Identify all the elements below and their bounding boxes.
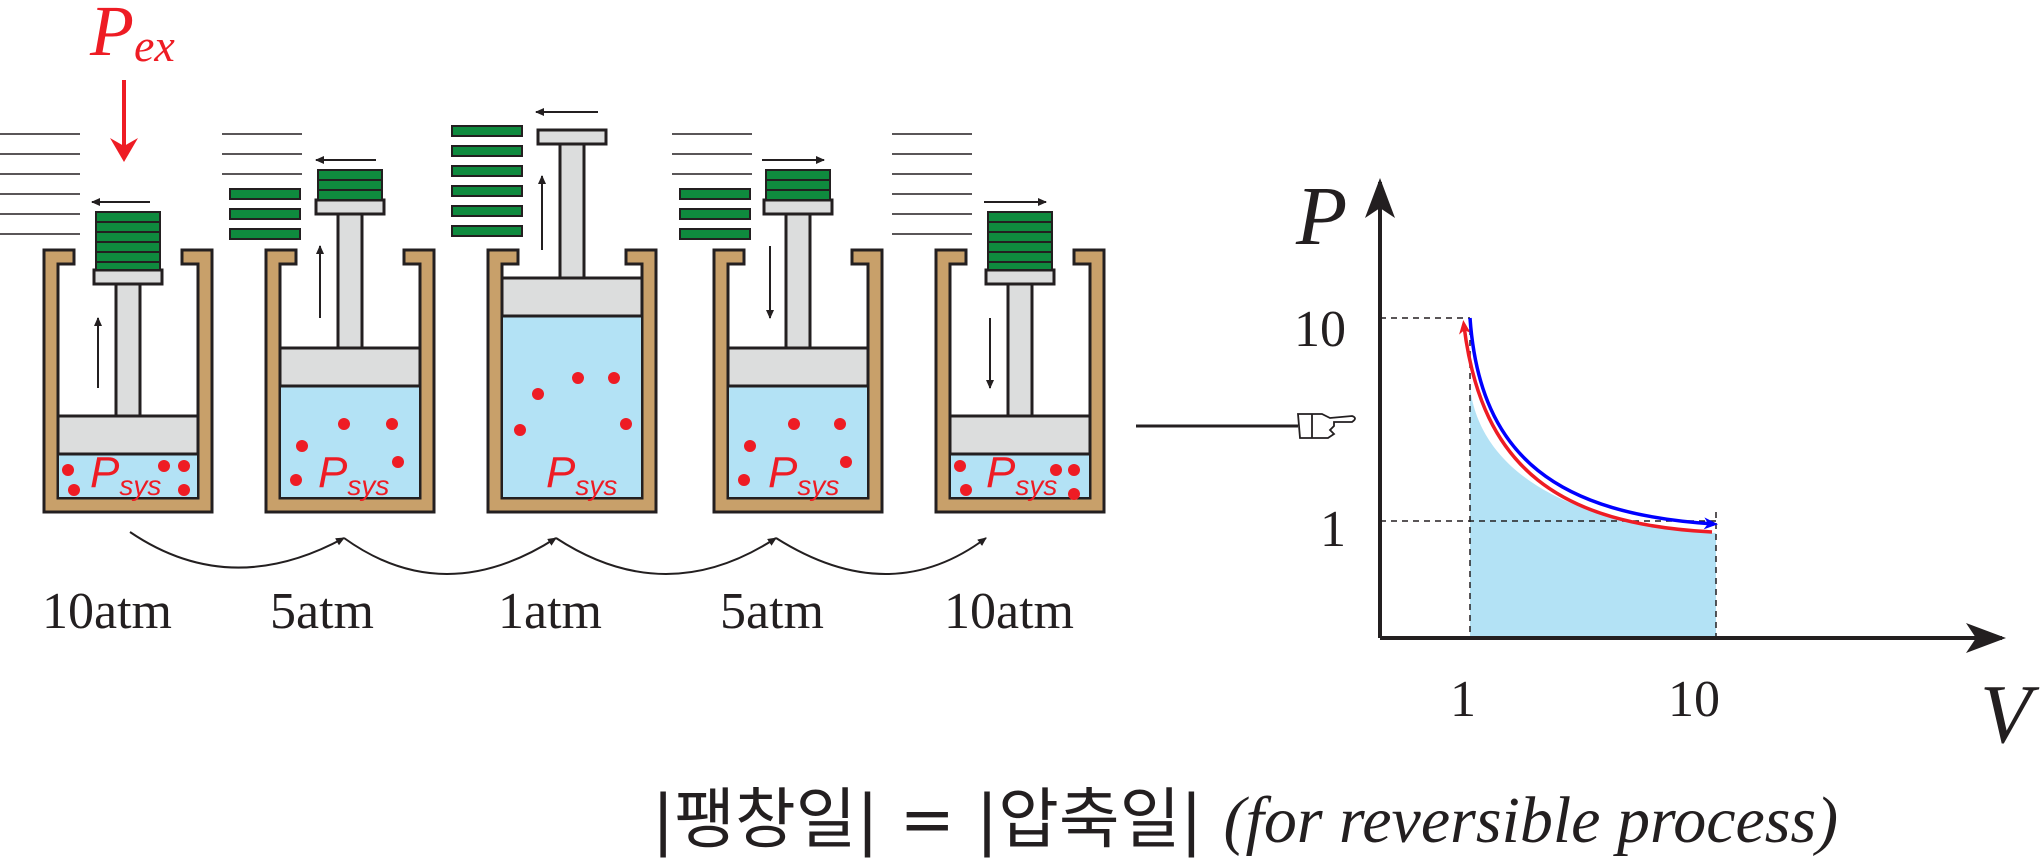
expansion-curve [1468,317,1718,530]
piston-state-2 [222,133,436,514]
system-pressure-label-1: Psys [90,448,162,501]
pressure-label-4: 5atm [720,583,824,640]
gas-molecules-1 [62,460,190,496]
piston-state-4 [672,133,884,514]
x-tick-1: 1 [1450,671,1476,728]
cylinder-wall-4 [712,248,884,514]
external-pressure-arrow [110,80,138,162]
cylinder-wall-1 [42,248,214,514]
y-tick-1: 1 [1320,501,1346,558]
system-pressure-label-4: Psys [768,448,840,501]
pv-graph [1365,178,2006,653]
pointing-hand-icon [1297,413,1356,439]
spare-weight-slots-1 [0,133,80,235]
x-tick-10: 10 [1668,671,1720,728]
cylinder-wall-3 [486,248,658,514]
pressure-label-2: 5atm [270,583,374,640]
y-tick-10: 10 [1294,301,1346,358]
piston-rod-1 [114,278,142,418]
pressure-label-3: 1atm [498,583,602,640]
piston-state-1 [0,133,214,514]
gas-1 [57,453,199,499]
weight-stack-1 [95,211,161,271]
cylinder-wall-5 [934,248,1106,514]
piston-state-3 [451,108,658,514]
weight-stack-2 [317,169,383,201]
compression-curve [1459,320,1713,534]
piston-cap-1 [92,268,164,286]
removed-weights-2 [229,188,301,240]
external-pressure-label: Pex [90,0,175,71]
y-axis-label: P [1296,170,1348,263]
piston-head-1 [56,414,200,456]
system-pressure-label-3: Psys [546,448,618,501]
system-pressure-label-2: Psys [318,448,390,501]
piston-state-5 [892,133,1106,514]
transition-arcs [129,531,987,575]
work-area [1470,387,1716,638]
work-equality-equation: |팽창일| = |압축일| (for reversible process) [652,781,1839,858]
pressure-label-1: 10atm [42,583,172,640]
x-axis-label: V [1980,668,2032,761]
cylinder-wall-2 [264,248,436,514]
pressure-label-5: 10atm [944,583,1074,640]
pointing-connector [1136,413,1356,439]
removed-weights-3 [451,125,523,237]
system-pressure-label-5: Psys [986,448,1058,501]
